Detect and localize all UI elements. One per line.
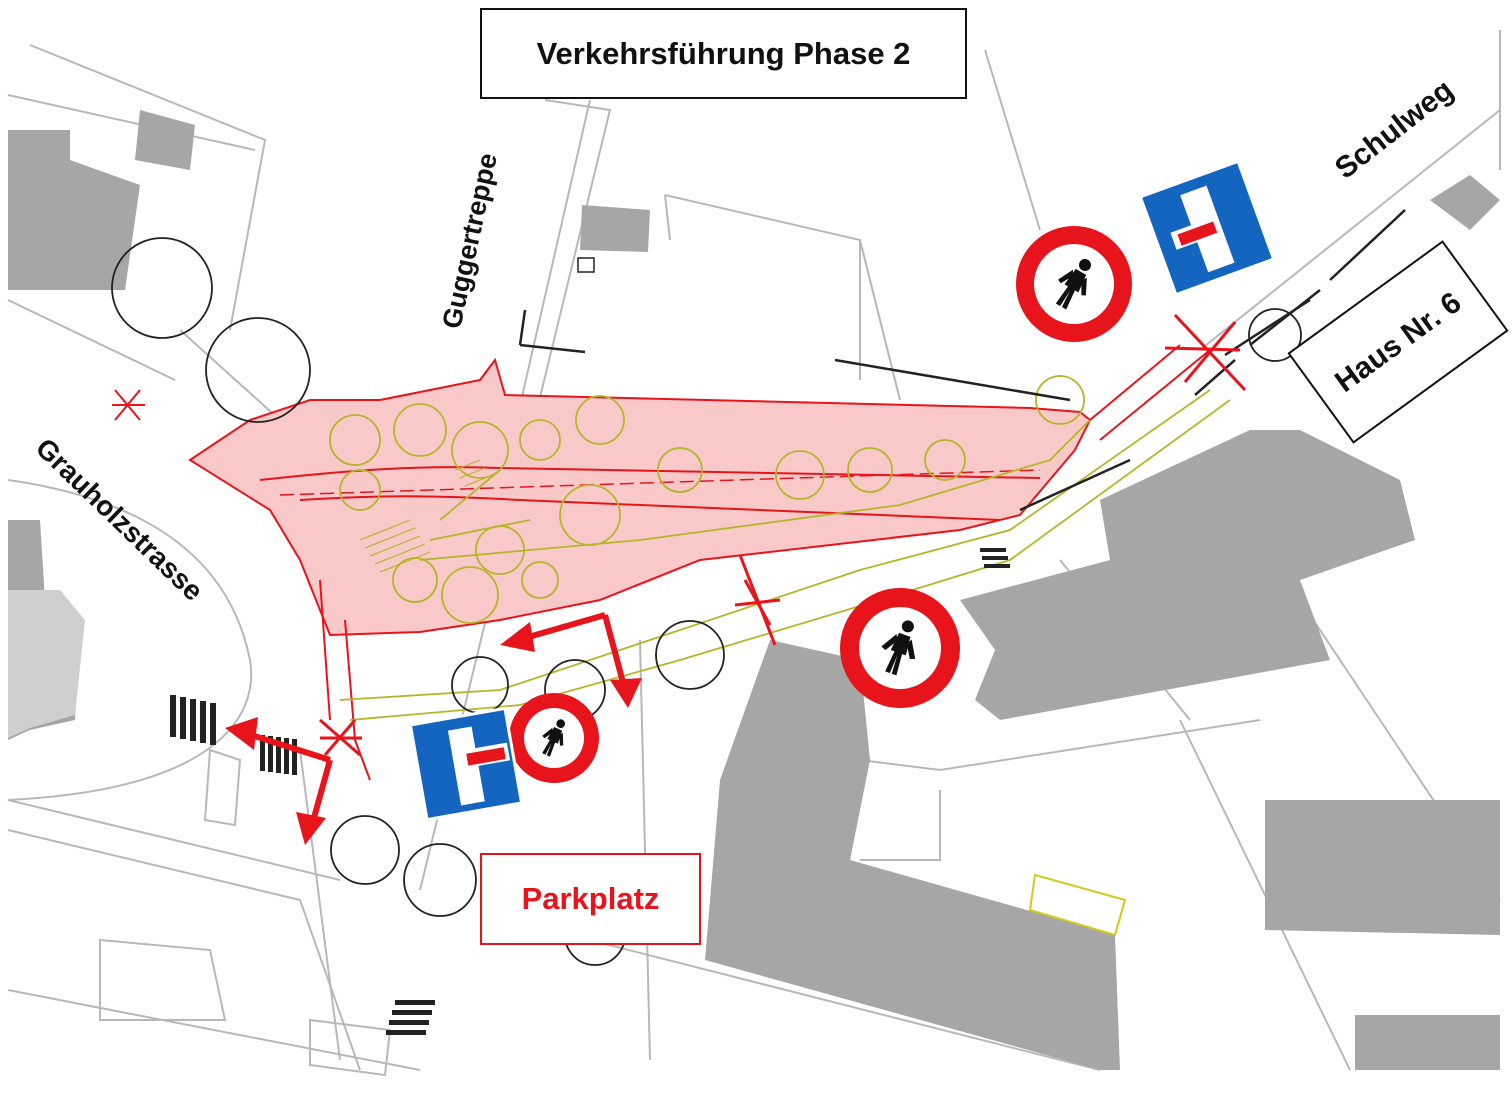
closure-marker-northwest <box>112 389 145 421</box>
road-closures <box>112 313 1247 757</box>
arrow-heads <box>225 622 642 845</box>
map-detail-lines <box>518 209 1406 512</box>
road-lines <box>259 344 1211 781</box>
parking-label: Parkplatz <box>521 881 660 916</box>
street-label-grauholzstrasse: Grauholzstrasse <box>30 432 209 607</box>
buildings <box>8 110 1500 1070</box>
arrow-west <box>524 612 606 641</box>
no-pedestrians-sign <box>509 693 599 783</box>
map-title-box: Verkehrsführung Phase 2 <box>480 8 967 99</box>
dead-end-sign <box>1138 159 1276 297</box>
parking-label-box: Parkplatz <box>480 853 701 945</box>
no-pedestrians-sign <box>840 588 960 708</box>
construction-zone <box>188 357 1092 637</box>
house-label-box: Haus Nr. 6 <box>1287 240 1509 444</box>
buildings-light <box>8 590 85 738</box>
crosswalks <box>170 548 1010 1035</box>
pedestrian-icon <box>542 719 566 757</box>
no-pedestrians-sign <box>1016 226 1132 342</box>
detour-arrows <box>244 612 628 826</box>
planting-lines <box>329 375 1231 721</box>
map-background-lines <box>7 30 1501 1077</box>
center-line <box>279 469 1041 496</box>
hatching <box>359 459 491 573</box>
parking-bay <box>1028 873 1127 937</box>
pedestrian-icon <box>1055 258 1091 310</box>
arrow-grauholz-south <box>309 759 333 826</box>
dead-end-sign <box>408 706 524 822</box>
pedestrian-icon <box>881 620 916 676</box>
street-label-schulweg: Schulweg <box>1329 73 1460 185</box>
map-title: Verkehrsführung Phase 2 <box>536 35 911 71</box>
street-label-guggertreppe: Guggertreppe <box>437 150 503 331</box>
closure-marker-schulweg <box>1164 313 1247 392</box>
map-small-box <box>577 257 595 273</box>
arrow-south <box>602 614 628 691</box>
arrow-grauholz-west <box>244 730 331 763</box>
closure-marker-grauholz <box>319 718 362 757</box>
closure-marker-south <box>734 554 781 646</box>
